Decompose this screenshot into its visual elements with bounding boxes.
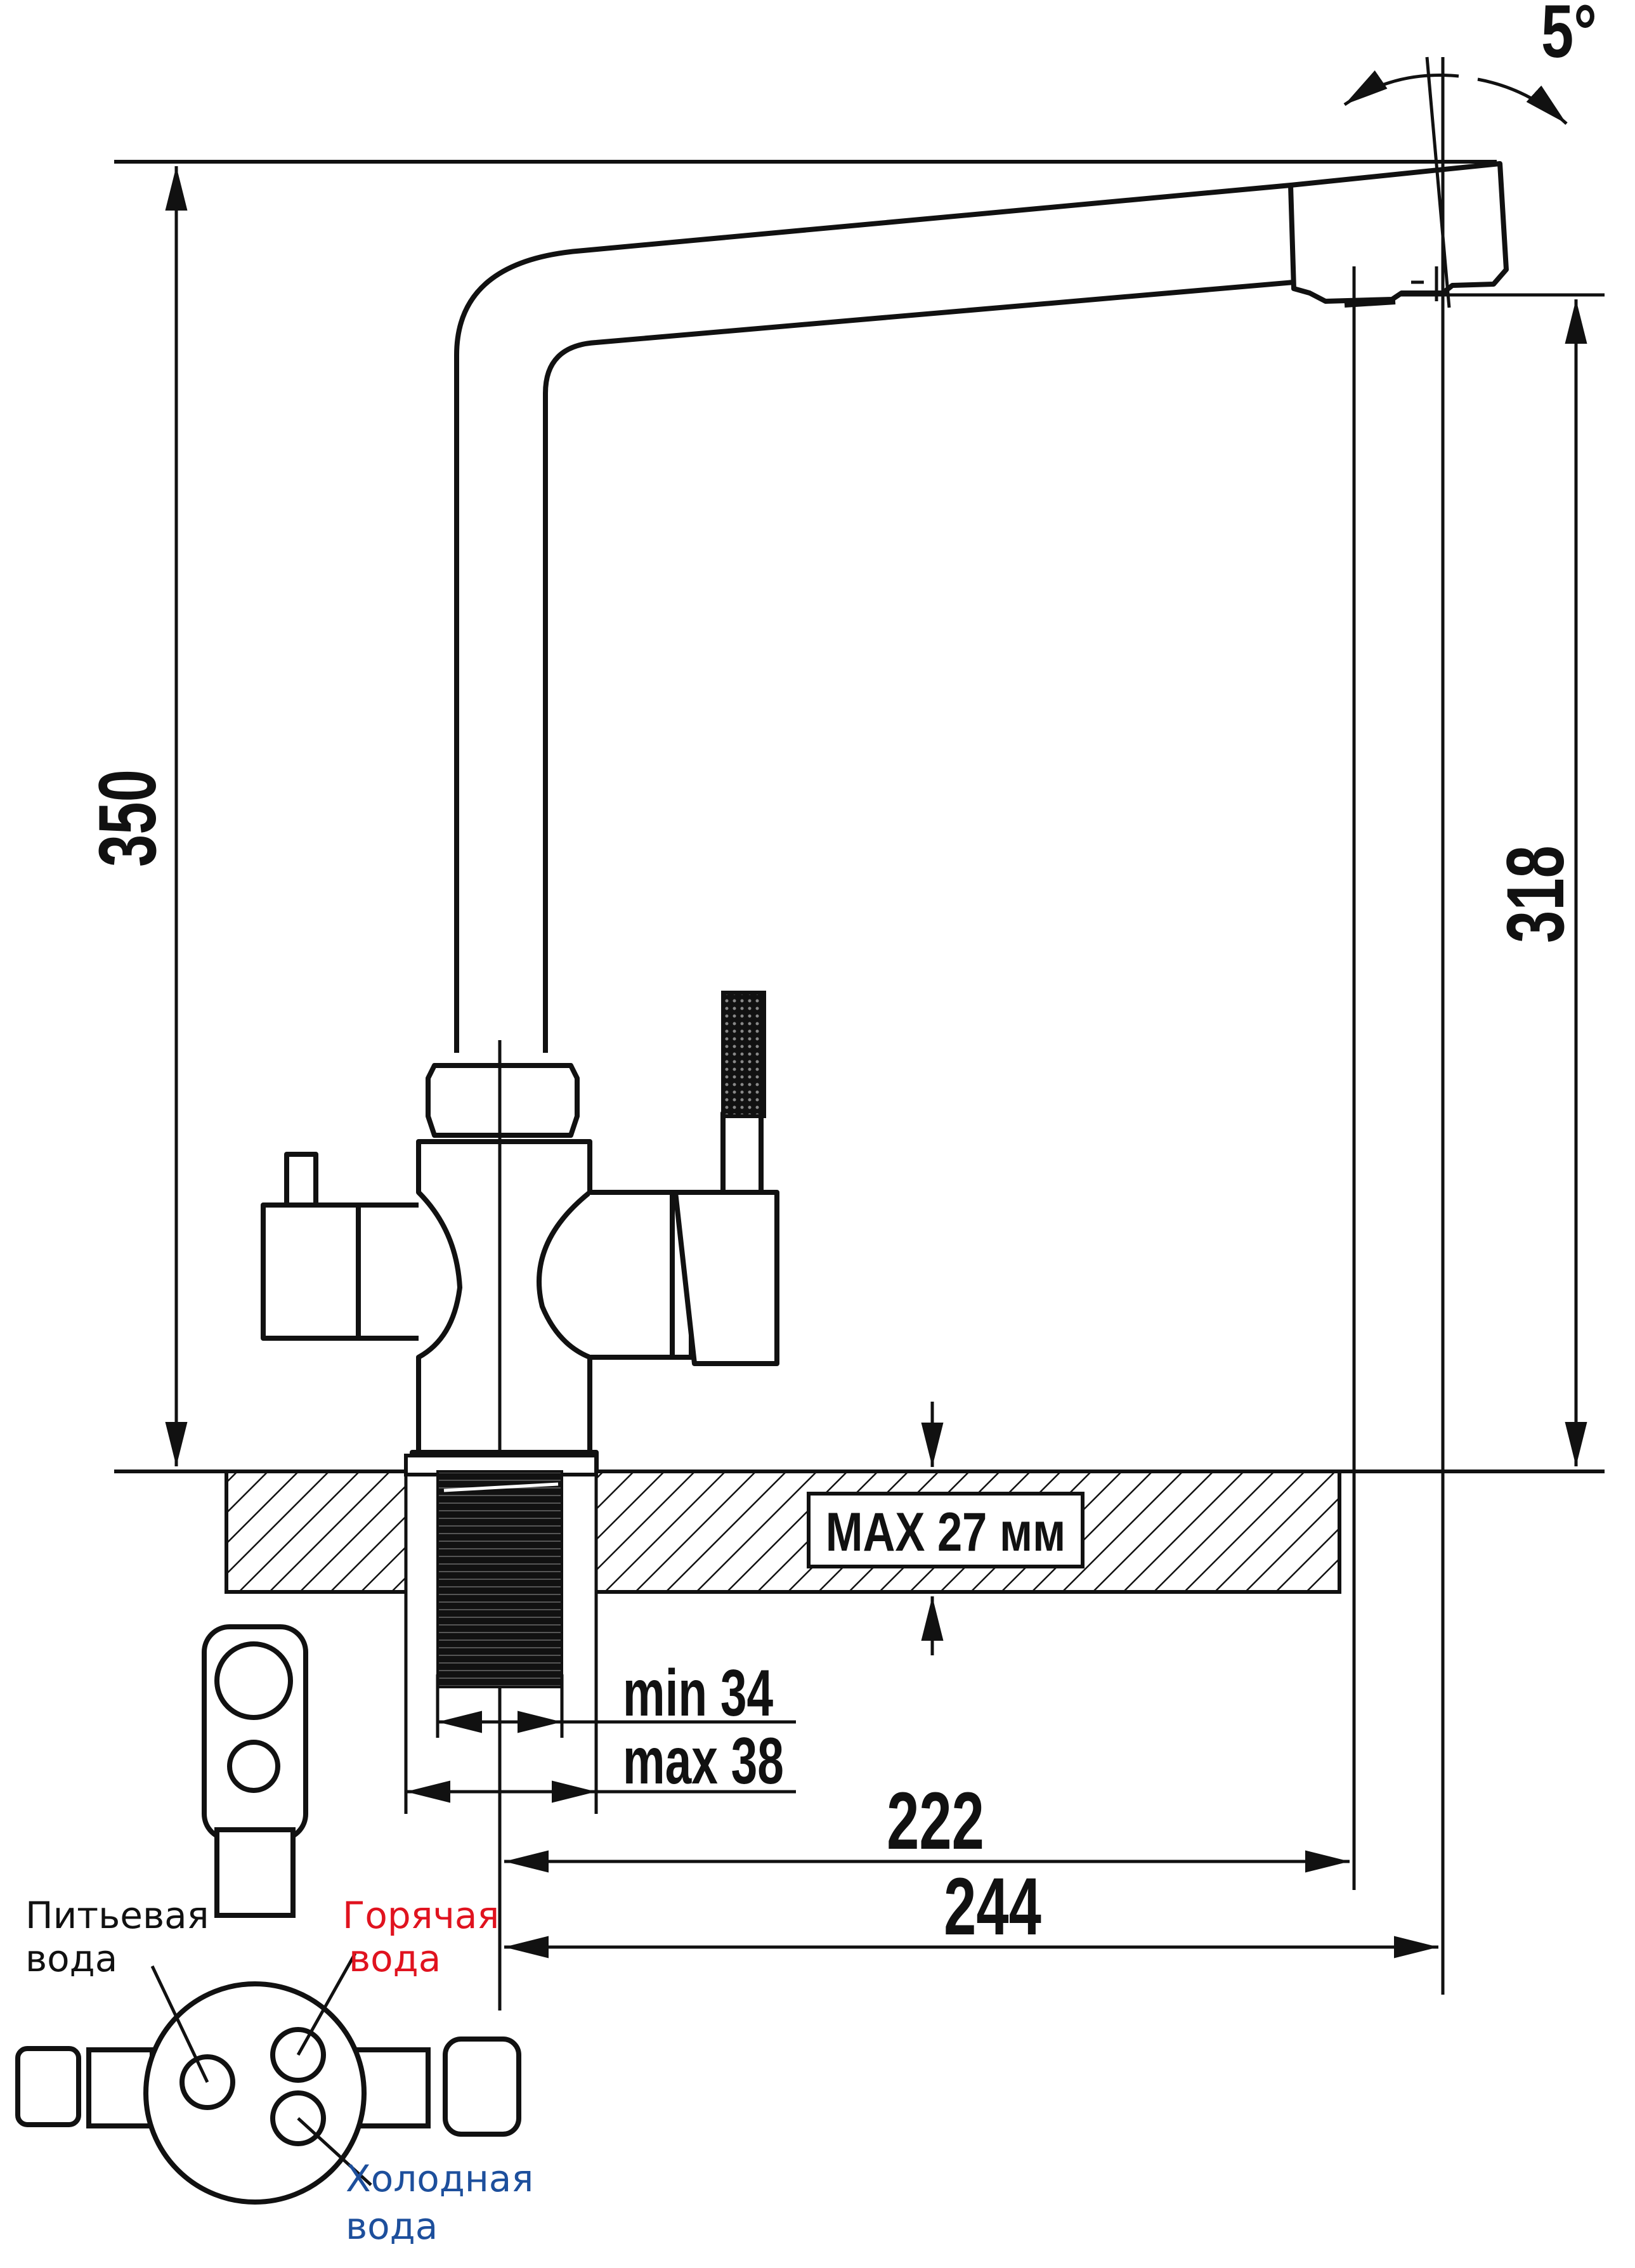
dim-hole-max: max 38 <box>623 1724 784 1798</box>
dim-318: 318 <box>1490 845 1580 943</box>
dim-350: 350 <box>82 769 173 867</box>
dim-5-degree: 5° <box>1541 0 1597 74</box>
dim-244: 244 <box>944 1861 1041 1952</box>
leader-lines <box>150 1952 372 2186</box>
dim-countertop-max: MAX 27 мм <box>826 1501 1066 1562</box>
spout <box>454 161 1509 1053</box>
bottom-view <box>15 1624 521 2205</box>
max-thickness-box <box>807 1492 1085 1568</box>
label-drinking-water-2: вода <box>25 1937 117 1980</box>
dimension-lines <box>165 56 1587 1995</box>
lever-grip <box>721 991 766 1118</box>
mounting-stud <box>404 1454 598 1814</box>
dim-222: 222 <box>887 1775 984 1866</box>
label-cold-water-1: Холодная <box>346 2157 533 2200</box>
label-drinking-water-1: Питьевая <box>25 1894 209 1937</box>
label-cold-water-2: вода <box>346 2205 438 2248</box>
label-hot-water-1: Горячая <box>342 1894 499 1937</box>
label-hot-water-2: вода <box>349 1937 441 1980</box>
faucet-body <box>261 1063 779 1474</box>
dim-hole-min: min 34 <box>623 1657 773 1730</box>
countertop <box>225 1459 1341 1605</box>
